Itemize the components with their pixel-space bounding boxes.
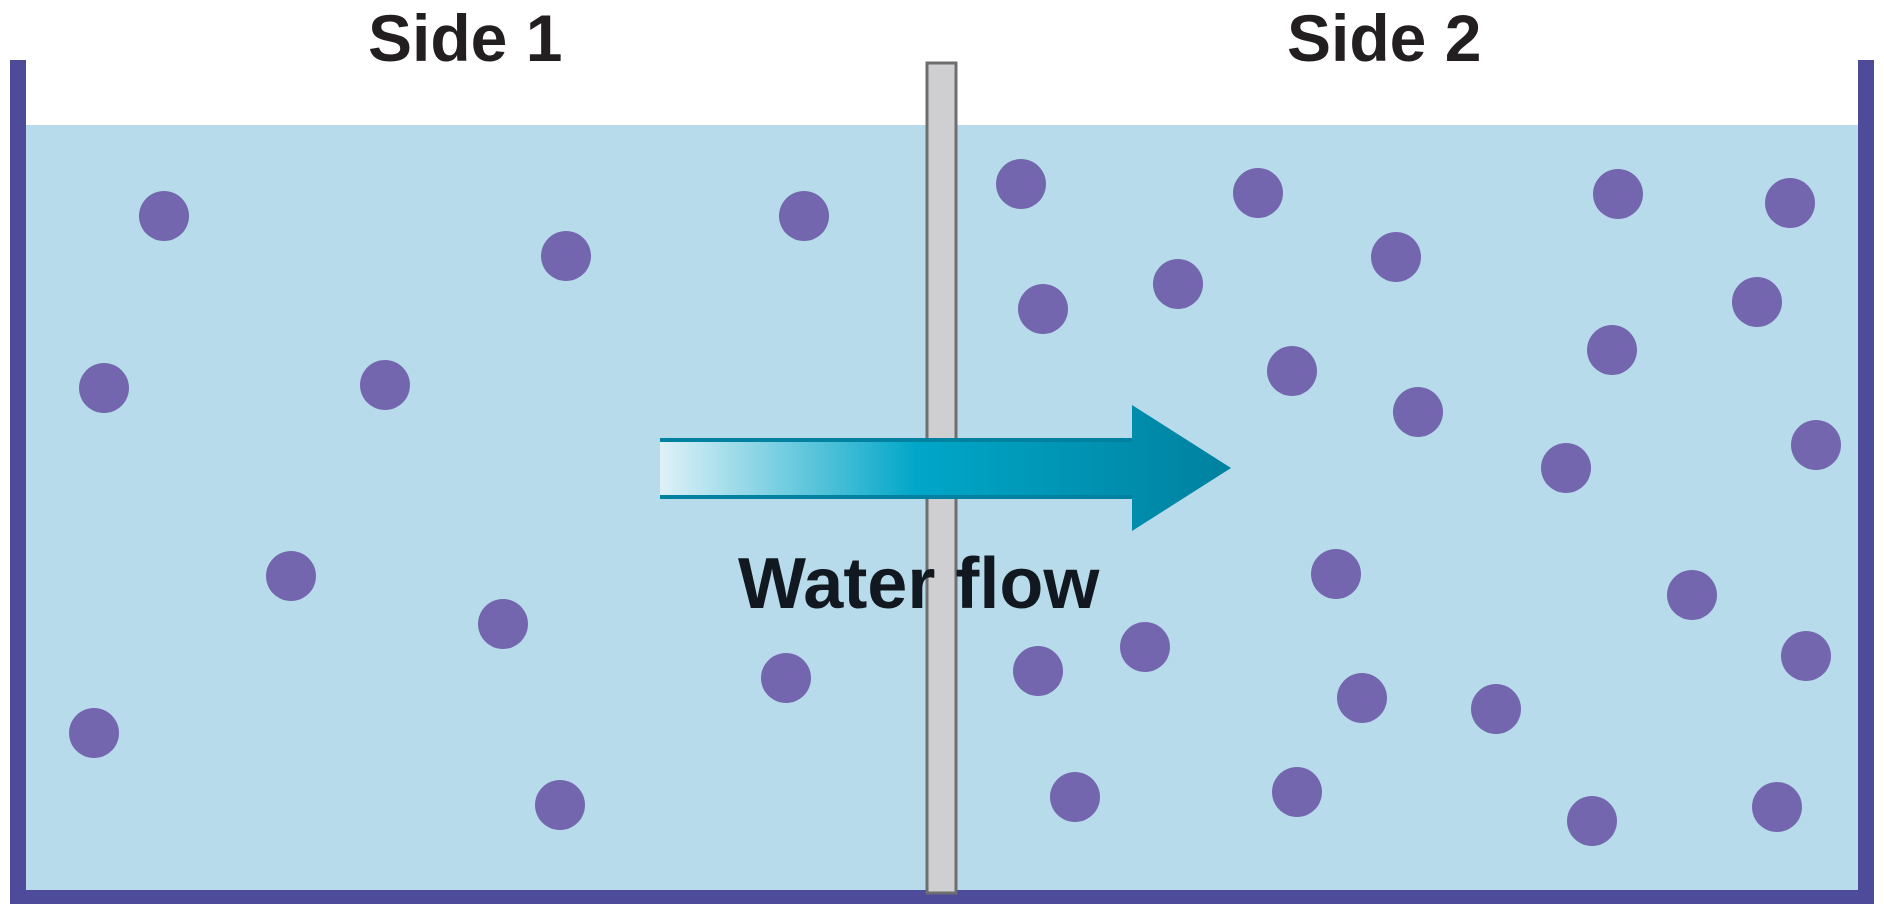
tank-wall-left	[10, 60, 26, 902]
solute-particle	[1272, 767, 1322, 817]
solute-particle	[1752, 782, 1802, 832]
tank-floor	[10, 890, 1874, 904]
solute-particle	[996, 159, 1046, 209]
solute-particle	[69, 708, 119, 758]
solute-particle	[360, 360, 410, 410]
solute-particle	[535, 780, 585, 830]
solute-particle	[1267, 346, 1317, 396]
solute-particle	[1311, 549, 1361, 599]
solute-particle	[1120, 622, 1170, 672]
side-2-label: Side 2	[1287, 1, 1481, 75]
solute-particle	[266, 551, 316, 601]
solute-particle	[1593, 169, 1643, 219]
solute-particle	[1050, 772, 1100, 822]
solute-particle	[1153, 259, 1203, 309]
solute-particle	[1233, 168, 1283, 218]
water-flow-arrow	[660, 405, 1231, 531]
side-1-label: Side 1	[368, 1, 562, 75]
solute-particle	[1781, 631, 1831, 681]
solute-particle	[1541, 443, 1591, 493]
solute-particle	[1018, 284, 1068, 334]
solute-particle	[1587, 325, 1637, 375]
solute-particle	[761, 653, 811, 703]
water-flow-label: Water flow	[738, 544, 1100, 624]
solute-particle	[1732, 277, 1782, 327]
solute-particles-side-2	[996, 159, 1841, 846]
solute-particle	[478, 599, 528, 649]
solute-particle	[1337, 673, 1387, 723]
solute-particle	[1667, 570, 1717, 620]
tank-wall-right	[1858, 60, 1874, 902]
solute-particle	[1393, 387, 1443, 437]
solute-particle	[1471, 684, 1521, 734]
solute-particle	[779, 191, 829, 241]
solute-particle	[139, 191, 189, 241]
solute-particle	[1791, 420, 1841, 470]
solute-particles-side-1	[69, 191, 829, 830]
solute-particle	[1013, 646, 1063, 696]
solute-particle	[1371, 232, 1421, 282]
solute-particle	[1765, 178, 1815, 228]
solute-particle	[1567, 796, 1617, 846]
solute-particle	[541, 231, 591, 281]
right-arrow-icon	[660, 405, 1231, 531]
solute-particle	[79, 363, 129, 413]
